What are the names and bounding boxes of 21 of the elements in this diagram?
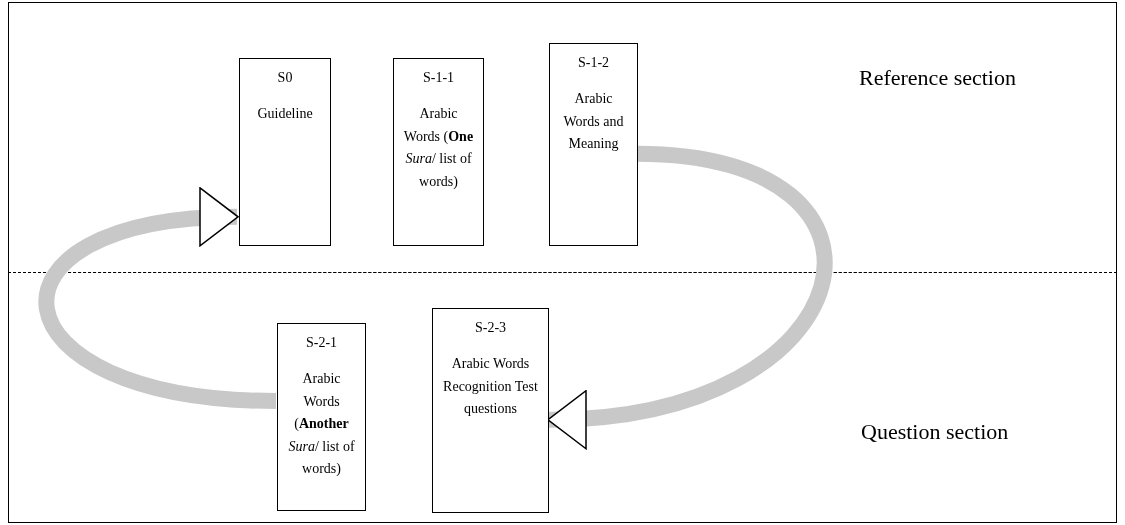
box-text: Arabic Words and Meaning [562, 90, 625, 154]
curved-arrow [39, 189, 277, 409]
box-text: Arabic Words (Another Sura/ list of words) [287, 370, 356, 478]
box-text: Arabic Words Recognition Test questions [442, 355, 539, 419]
box-text: Guideline [257, 105, 313, 124]
curved-arrow [547, 145, 832, 447]
box-heading: S0 [277, 69, 293, 87]
box-heading: S-1-2 [577, 54, 610, 72]
section-band [8, 272, 1117, 523]
box-heading: S-2-3 [474, 319, 507, 337]
box-heading: S-1-1 [422, 69, 455, 87]
section-title: Question section [861, 419, 1009, 445]
process-box [432, 308, 549, 513]
process-box [239, 58, 331, 246]
section-title: Reference section [859, 65, 1016, 91]
box-text: Arabic Words (One Sura/ list of words) [402, 105, 475, 191]
process-box [549, 43, 638, 246]
process-box [277, 323, 366, 511]
box-heading: S-2-1 [305, 334, 338, 352]
process-box [393, 58, 484, 246]
section-band [8, 2, 1117, 273]
